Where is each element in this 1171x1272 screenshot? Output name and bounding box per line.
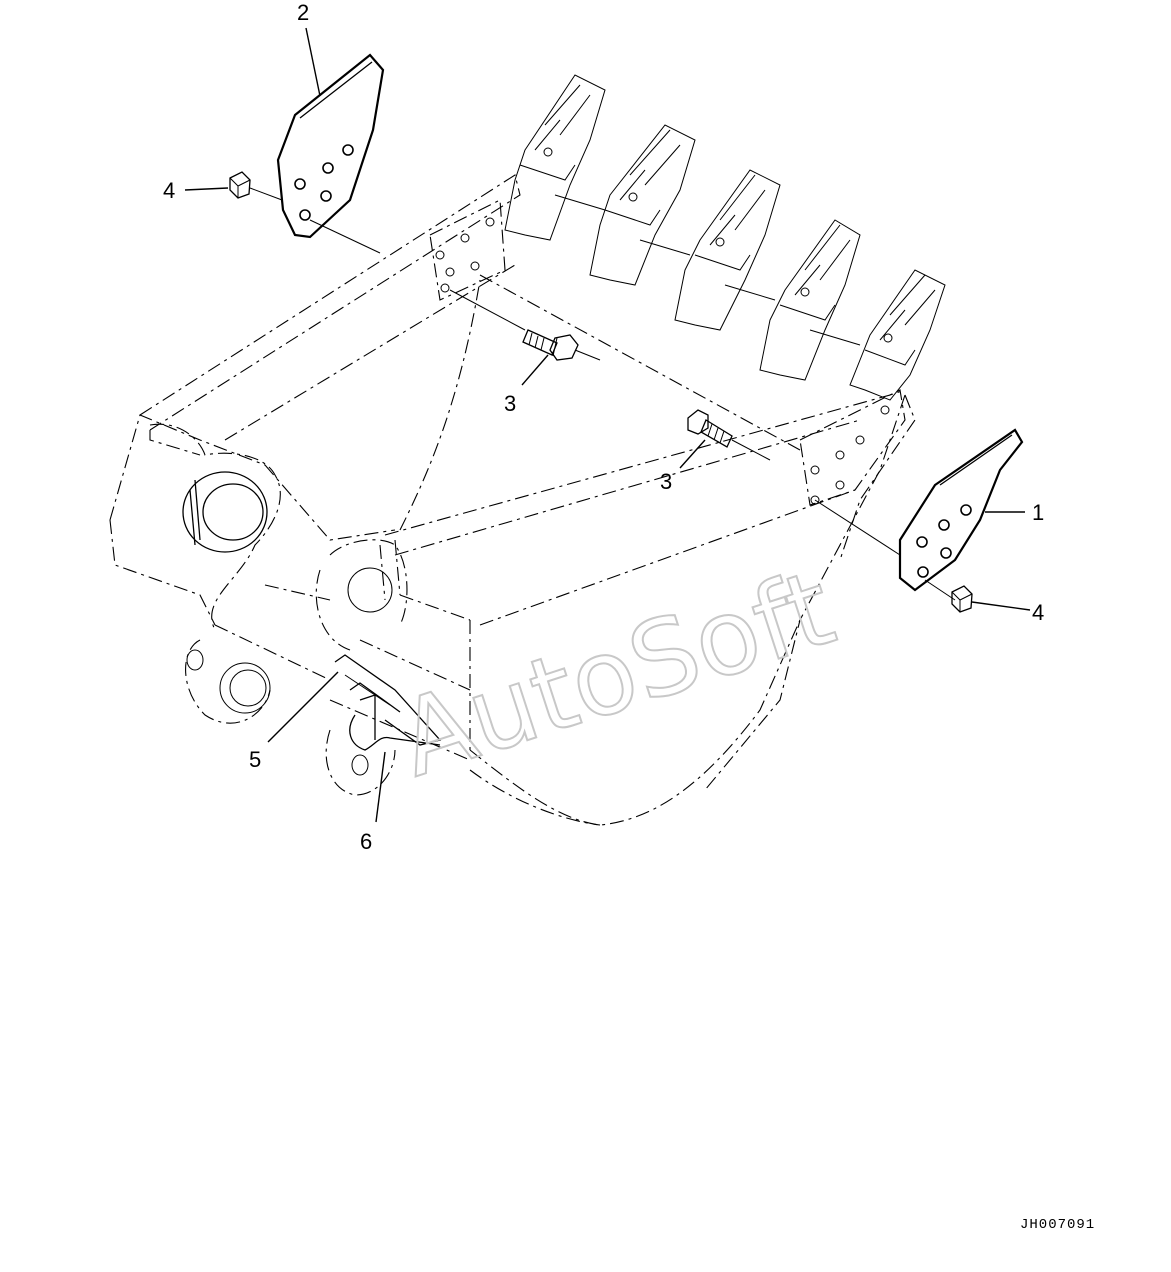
bucket-pin-bosses [149, 423, 408, 796]
side-cutter-left [276, 53, 385, 239]
tooth-2 [589, 124, 696, 286]
lifting-hook [334, 654, 442, 751]
assembly-lines [249, 187, 956, 601]
callout-1: 1 [1032, 500, 1044, 525]
bucket-body [109, 174, 916, 826]
callout-4-left: 4 [163, 178, 175, 203]
drawing-id: JH007091 [1020, 1217, 1095, 1233]
side-cutter-right [898, 428, 1024, 592]
tooth-1 [504, 74, 606, 241]
bolt-lower [687, 409, 733, 448]
callout-5: 5 [249, 747, 261, 772]
nut-right [951, 585, 973, 613]
tooth-5 [849, 269, 946, 401]
callout-3-lower: 3 [660, 469, 672, 494]
nut-left [229, 171, 251, 199]
bucket-teeth [504, 74, 946, 401]
callout-labels: 2 4 3 3 1 4 5 6 [163, 0, 1044, 854]
leader-lines [184, 27, 1031, 823]
tooth-3 [674, 169, 781, 331]
bolt-upper [522, 329, 579, 361]
tooth-4 [759, 219, 861, 381]
callout-6: 6 [360, 829, 372, 854]
watermark-text: AutoSoft [385, 547, 848, 801]
callout-4-right: 4 [1032, 600, 1044, 625]
callout-2: 2 [297, 0, 309, 25]
callout-3-upper: 3 [504, 391, 516, 416]
